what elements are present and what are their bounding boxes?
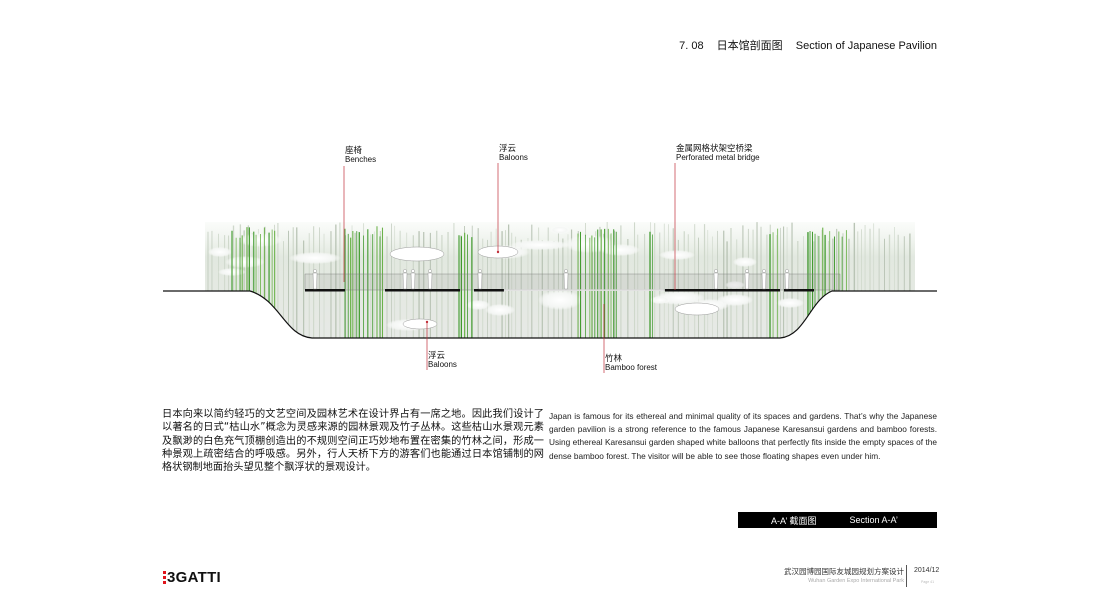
balloon-cloud	[538, 290, 582, 310]
label-en: Benches	[345, 155, 377, 164]
balloon-outline	[674, 302, 720, 316]
balloon-cloud	[466, 300, 490, 310]
page-title-zh: 日本馆剖面图	[716, 40, 783, 52]
label-benches: 座椅 Benches	[345, 145, 377, 165]
balloon-cloud	[725, 281, 745, 289]
label-bamboo-forest: 竹林 Bamboo forest	[605, 353, 658, 373]
balloon-cloud	[550, 226, 570, 234]
balloon-cloud	[776, 298, 804, 308]
footer-date: 2014/12	[914, 567, 940, 574]
balloon-cloud	[733, 257, 757, 267]
balloon-cloud	[485, 304, 515, 316]
description-zh: 日本向来以简约轻巧的文艺空间及园林艺术在设计界占有一席之地。因此我们设计了以著名…	[162, 409, 544, 474]
caption-en: Section A-A’	[849, 515, 898, 525]
person-body	[427, 272, 433, 290]
label-en: Baloons	[428, 360, 457, 369]
balloon-outline	[389, 246, 445, 262]
label-en: Bamboo forest	[605, 363, 658, 372]
person-head	[785, 269, 789, 273]
person-body	[402, 272, 408, 290]
section-drawing	[163, 163, 937, 373]
footer-page: Page 41	[921, 580, 935, 584]
label-zh: 竹林	[605, 353, 623, 363]
balloon-clouds	[208, 226, 804, 331]
label-zh: 座椅	[345, 145, 363, 155]
person-body	[410, 272, 416, 290]
balloon-cloud	[208, 247, 232, 257]
person-body	[744, 272, 750, 290]
label-zh: 浮云	[499, 143, 517, 153]
balloon-cloud	[238, 233, 282, 247]
logo: 3GATTI	[163, 569, 221, 586]
person-body	[784, 272, 790, 290]
section-caption: A-A’ 截面图 Section A-A’	[738, 512, 937, 528]
person-body	[477, 272, 483, 290]
footer-project-en: Wuhan Garden Expo International Park	[808, 578, 904, 584]
person-body	[563, 272, 569, 290]
people-figures	[312, 269, 790, 290]
label-balloons-top: 浮云 Baloons	[499, 143, 528, 163]
balloon-cloud	[510, 240, 570, 250]
label-zh: 浮云	[428, 350, 446, 360]
balloon-cloud	[659, 250, 695, 260]
footer-divider	[906, 565, 907, 587]
person-head	[564, 269, 568, 273]
page-header: 7. 08 日本馆剖面图 Section of Japanese Pavilio…	[560, 37, 937, 53]
label-metal-bridge: 金属网格状架空桥梁 Perforated metal bridge	[676, 143, 760, 163]
label-en: Perforated metal bridge	[676, 153, 760, 162]
balloon-outline	[402, 318, 438, 330]
person-head	[313, 269, 317, 273]
page-title-en: Section of Japanese Pavilion	[795, 40, 937, 52]
balloon-cloud	[650, 296, 670, 304]
person-head	[745, 269, 749, 273]
leader-lines	[343, 163, 676, 373]
balloon-cloud	[717, 294, 753, 306]
caption-zh: A-A’ 截面图	[771, 515, 817, 526]
person-head	[762, 269, 766, 273]
balloon-cloud	[289, 252, 341, 264]
section-number: 7. 08	[679, 40, 704, 52]
label-zh: 金属网格状架空桥梁	[676, 143, 753, 153]
person-body	[761, 272, 767, 290]
description-en: Japan is famous for its ethereal and min…	[549, 411, 937, 461]
label-balloons-bottom: 浮云 Baloons	[428, 350, 457, 370]
person-head	[714, 269, 718, 273]
person-body	[713, 272, 719, 290]
label-en: Baloons	[499, 153, 528, 162]
footer-project-zh: 武汉园博园国际友城园规划方案设计	[784, 567, 904, 576]
person-head	[478, 269, 482, 273]
logo-mark-icon	[163, 571, 166, 584]
bridge	[304, 273, 841, 292]
person-body	[312, 272, 318, 290]
ground-line	[163, 290, 937, 339]
balloon-cloud	[225, 256, 265, 268]
logo-text: 3GATTI	[167, 569, 222, 586]
person-head	[411, 269, 415, 273]
person-head	[428, 269, 432, 273]
person-head	[403, 269, 407, 273]
balloon-cloud	[600, 244, 640, 256]
